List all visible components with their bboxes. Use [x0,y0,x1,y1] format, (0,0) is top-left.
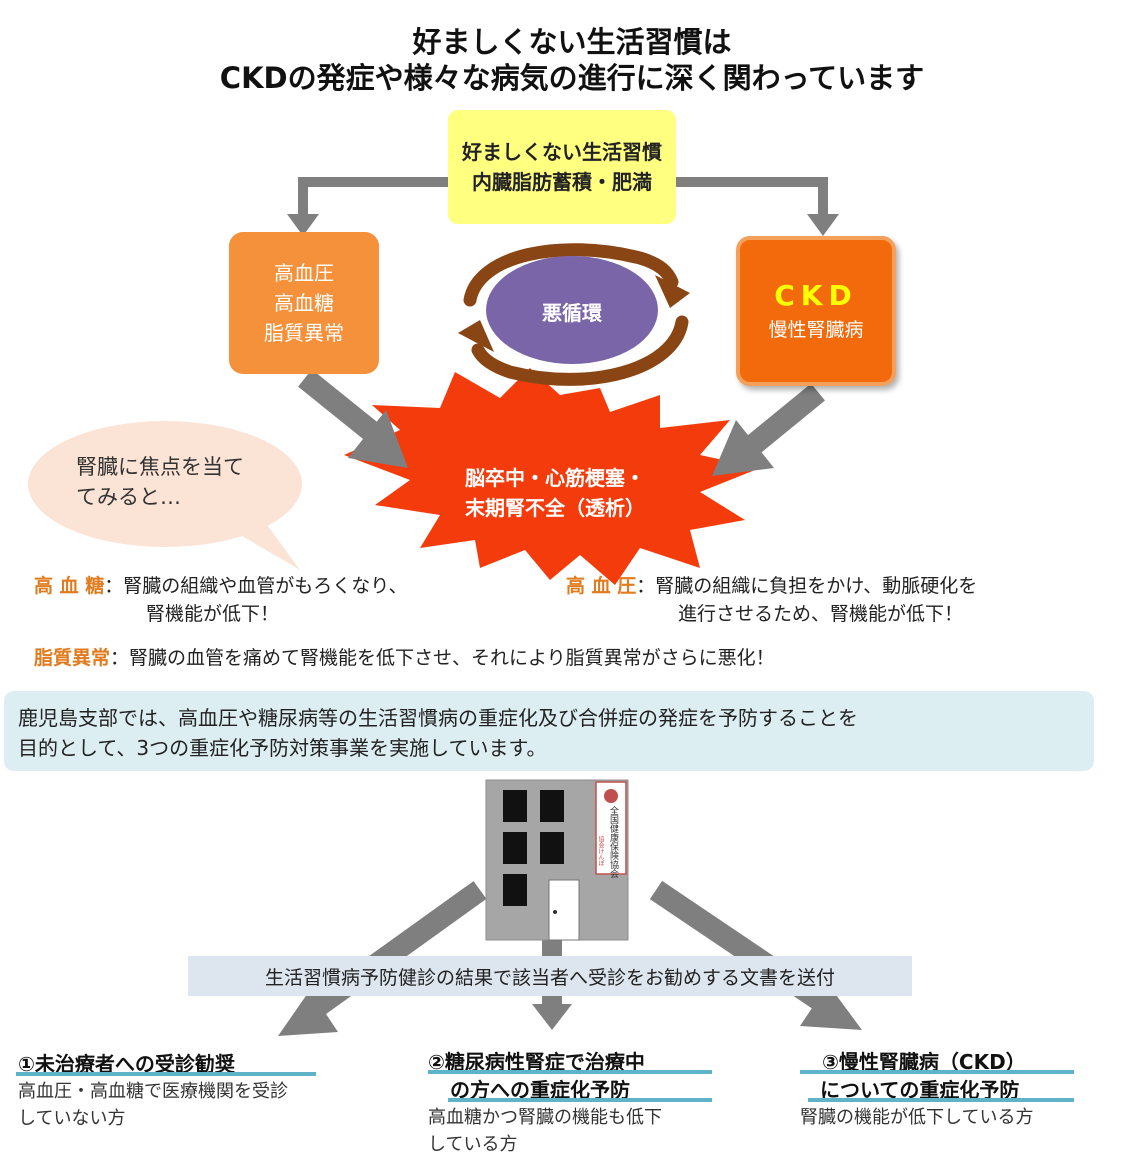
program-2-underline-2 [448,1098,712,1102]
glucose-label: 高 血 糖 [34,575,105,597]
program-3: ③慢性腎臓病（CKD） についての重症化予防 腎臓の機能が低下している方 [800,1048,1130,1131]
right-to-burst-arrow [712,383,825,476]
branch-info-line1: 鹿児島支部では、高血圧や糖尿病等の生活習慣病の重症化及び合併症の発症を予防するこ… [18,706,858,730]
explanation-lipid: 脂質異常：腎臓の血管を痛めて腎機能を低下させ、それにより脂質異常がさらに悪化！ [34,644,1114,672]
program-1-desc-line1: 高血圧・高血糖で医療機関を受診 [18,1081,288,1102]
risk-factors-box: 高血圧 高血糖 脂質異常 [229,232,379,374]
outcomes-line1: 脳卒中・心筋梗塞・ [465,466,645,490]
program-1-desc-line2: していない方 [18,1108,126,1129]
program-2-desc-line1: 高血糖かつ腎臓の機能も低下 [428,1107,662,1128]
program-1: ①未治療者への受診勧奨 高血圧・高血糖で医療機関を受診 していない方 [18,1050,398,1132]
program-3-underline-2 [808,1098,1074,1102]
risk-factor-hyperglycemia: 高血糖 [274,291,334,315]
program-2: ②糖尿病性腎症で治療中 の方への重症化予防 高血糖かつ腎臓の機能も低下 している… [428,1048,758,1158]
lifestyle-box-line2: 内臓脂肪蓄積・肥満 [472,170,652,194]
left-to-burst-arrow [298,369,408,468]
burst-shape [344,368,760,585]
top-to-right-arrow [676,177,839,236]
outcomes-line2: 末期腎不全（透析） [465,496,645,520]
building-illustration [485,779,629,941]
top-to-left-arrow [287,177,448,236]
outcomes-text: 脳卒中・心筋梗塞・ 末期腎不全（透析） [430,458,680,528]
explanation-pressure: 高 血 圧：腎臓の組織に負担をかけ、動脈硬化を 進行させるため、腎機能が低下！ [566,572,1126,628]
speech-bubble-shape [28,421,302,570]
pressure-label: 高 血 圧 [566,575,637,597]
risk-factor-hypertension: 高血圧 [274,261,334,285]
speech-bubble-text: 腎臓に焦点を当て てみると… [76,452,296,512]
vicious-cycle-label: 悪循環 [542,300,602,325]
pressure-text-line1: ：腎臓の組織に負担をかけ、動脈硬化を [636,575,978,597]
lipid-text: ：腎臓の血管を痛めて腎機能を低下させ、それにより脂質異常がさらに悪化！ [110,647,775,669]
page-title-line2: CKDの発症や様々な病気の進行に深く関わっています [219,61,925,95]
program-3-underline-1 [800,1070,1074,1074]
pressure-text-line2: 進行させるため、腎機能が低下！ [678,603,964,625]
send-notice-text: 生活習慣病予防健診の結果で該当者へ受診をお勧めする文書を送付 [264,966,835,989]
explanation-glucose: 高 血 糖：腎臓の組織や血管がもろくなり、 腎機能が低下！ [34,572,554,628]
ckd-subtitle: 慢性腎臓病 [768,319,864,341]
program-2-desc-line2: している方 [428,1134,518,1155]
cycle-arrows [458,243,690,386]
lipid-label: 脂質異常 [34,647,111,669]
branch-info-panel: 鹿児島支部では、高血圧や糖尿病等の生活習慣病の重症化及び合併症の発症を予防するこ… [4,691,1094,771]
ckd-title: CKD [774,279,858,312]
building-sign-subtext: 協会けんぽ [597,836,604,866]
lifestyle-box: 好ましくない生活習慣 内臓脂肪蓄積・肥満 [448,110,676,224]
ckd-box: CKD 慢性腎臓病 [736,236,896,386]
program-1-underline [16,1072,316,1076]
branch-info-line2: 目的として、3つの重症化予防対策事業を実施しています。 [18,736,547,760]
building-sign-text: 全国健康保険協会 [608,806,618,878]
vicious-cycle-ellipse [486,256,658,364]
lifestyle-box-line1: 好ましくない生活習慣 [462,140,662,164]
send-notice-banner: 生活習慣病予防健診の結果で該当者へ受診をお勧めする文書を送付 [188,956,912,996]
program-2-underline-1 [428,1070,712,1074]
speech-line1: 腎臓に焦点を当て [76,455,244,479]
glucose-text-line1: ：腎臓の組織や血管がもろくなり、 [104,575,408,597]
speech-line2: てみると… [76,485,181,509]
page-title-line1: 好ましくない生活習慣は [412,25,732,59]
glucose-text-line2: 腎機能が低下！ [146,603,280,625]
program-3-desc-line1: 腎臓の機能が低下している方 [800,1107,1034,1128]
risk-factor-dyslipidemia: 脂質異常 [264,321,344,345]
